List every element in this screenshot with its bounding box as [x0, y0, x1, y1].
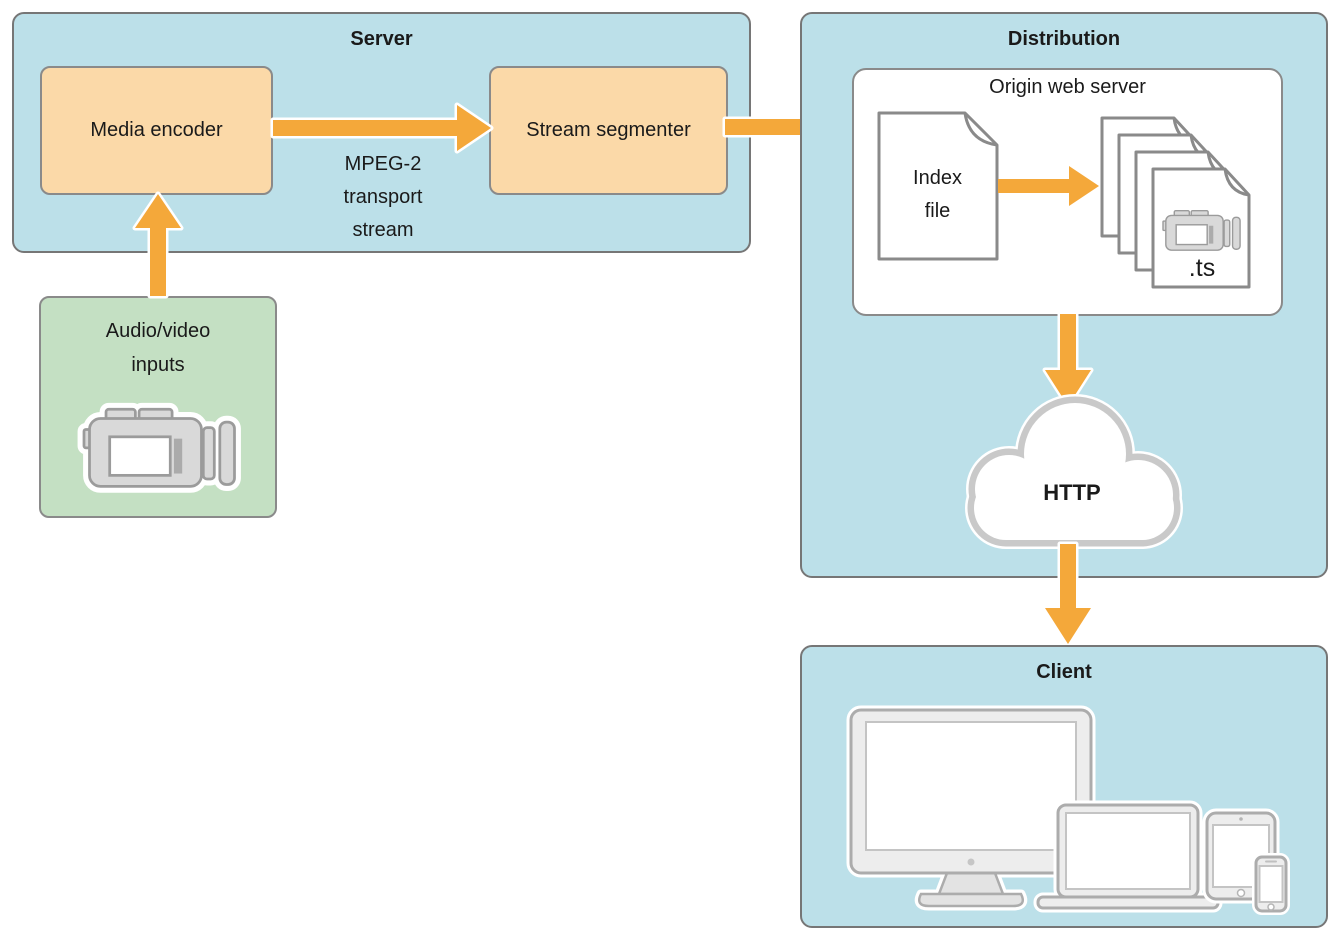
- arrow-right-icon: [998, 166, 1099, 206]
- audio-video-inputs-label: Audio/video inputs: [105, 320, 211, 376]
- media-encoder-label: Media encoder: [90, 119, 223, 141]
- home-button-icon: [1267, 903, 1275, 911]
- iphone-icon: [1252, 853, 1290, 915]
- ts-file-stack-icon: [1100, 116, 1251, 289]
- macbook-icon: [1033, 800, 1223, 913]
- arrow-down-icon: [1042, 541, 1094, 647]
- speaker-icon: [1265, 860, 1277, 863]
- index-file-label: Index file: [913, 167, 962, 222]
- camcorder-icon: [84, 400, 240, 492]
- index-file-icon: [877, 111, 999, 261]
- media-encoder-box: Media encoder: [40, 66, 273, 195]
- client-panel-title: Client: [1036, 661, 1092, 683]
- http-cloud-icon: [965, 394, 1183, 549]
- arrow-right-icon: [270, 102, 494, 154]
- arrow-down-icon: [1042, 311, 1094, 409]
- origin-web-server-label: Origin web server: [989, 76, 1146, 98]
- mpeg-stream-label: MPEG-2 transport stream: [343, 153, 423, 241]
- arrow-up-icon: [132, 191, 184, 299]
- ts-file-label: .ts: [1188, 254, 1216, 282]
- camera-dot-icon: [1239, 817, 1243, 821]
- http-cloud-label: HTTP: [1043, 480, 1101, 505]
- apple-logo-icon: [967, 858, 975, 866]
- imac-icon: [846, 705, 1096, 911]
- stream-segmenter-label: Stream segmenter: [526, 119, 691, 141]
- server-panel-title: Server: [350, 28, 413, 50]
- stream-segmenter-box: Stream segmenter: [489, 66, 728, 195]
- home-button-icon: [1236, 888, 1246, 898]
- distribution-panel-title: Distribution: [1007, 28, 1121, 50]
